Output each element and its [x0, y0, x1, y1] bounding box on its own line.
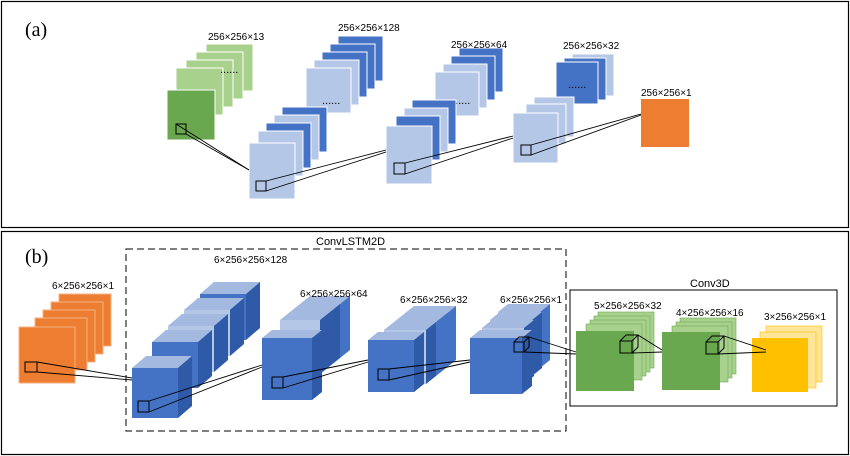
panel-b-frame [0, 230, 850, 456]
connection-lines-b [36, 334, 767, 413]
dim-b-lstm-4: 6×256×256×1 [500, 295, 562, 306]
panel-b-label: (b) [25, 246, 48, 268]
dots-a4: ...... [568, 79, 586, 91]
connection-lines-a [175, 113, 642, 192]
lstm-stack-1 [470, 304, 550, 394]
conv3d-stack-32 [576, 311, 655, 391]
convlstm-box [125, 248, 567, 432]
panel-b-diagram: ConvLSTM2D Conv3D 6×256×256×1 [18, 236, 838, 432]
lstm-stack-32 [368, 306, 456, 392]
output-a [641, 99, 689, 147]
dim-a-5: 256×256×1 [641, 88, 692, 99]
panel-a-label: (a) [25, 19, 47, 41]
dim-b-conv3d-2: 4×256×256×16 [676, 308, 744, 319]
panel-a-frame [0, 0, 850, 229]
dim-b-lstm-3: 6×256×256×32 [400, 295, 468, 306]
conv3d-box [569, 289, 838, 407]
conv3d-title: Conv3D [690, 278, 730, 290]
dots-a3: ...... [452, 95, 470, 107]
lstm-stack-64 [262, 296, 350, 400]
dim-a-4: 256×256×32 [563, 41, 620, 52]
input-stack-b [18, 293, 112, 384]
panel-a-diagram: ...... ...... ...... [166, 23, 692, 200]
input-stack-a: ...... [166, 43, 254, 141]
dots-a2: ...... [322, 95, 340, 107]
conv3d-output [752, 325, 823, 392]
dim-b-conv3d-1: 5×256×256×32 [594, 301, 662, 312]
dim-b-input: 6×256×256×1 [52, 281, 114, 292]
stack-a-64: ...... [385, 47, 504, 185]
dots-a1: ...... [220, 64, 238, 76]
stack-a-32: ...... [512, 53, 615, 164]
dim-b-lstm-2: 6×256×256×64 [300, 289, 368, 300]
dim-a-3: 256×256×64 [451, 40, 508, 51]
dim-a-1: 256×256×13 [208, 32, 265, 43]
lstm-stack-128 [132, 282, 260, 418]
stack-a-128: ...... [248, 35, 384, 200]
dim-b-lstm-1: 6×256×256×128 [214, 255, 288, 266]
dim-a-2: 256×256×128 [338, 23, 400, 34]
dim-b-conv3d-3: 3×256×256×1 [764, 312, 826, 323]
convlstm-title: ConvLSTM2D [316, 236, 385, 248]
